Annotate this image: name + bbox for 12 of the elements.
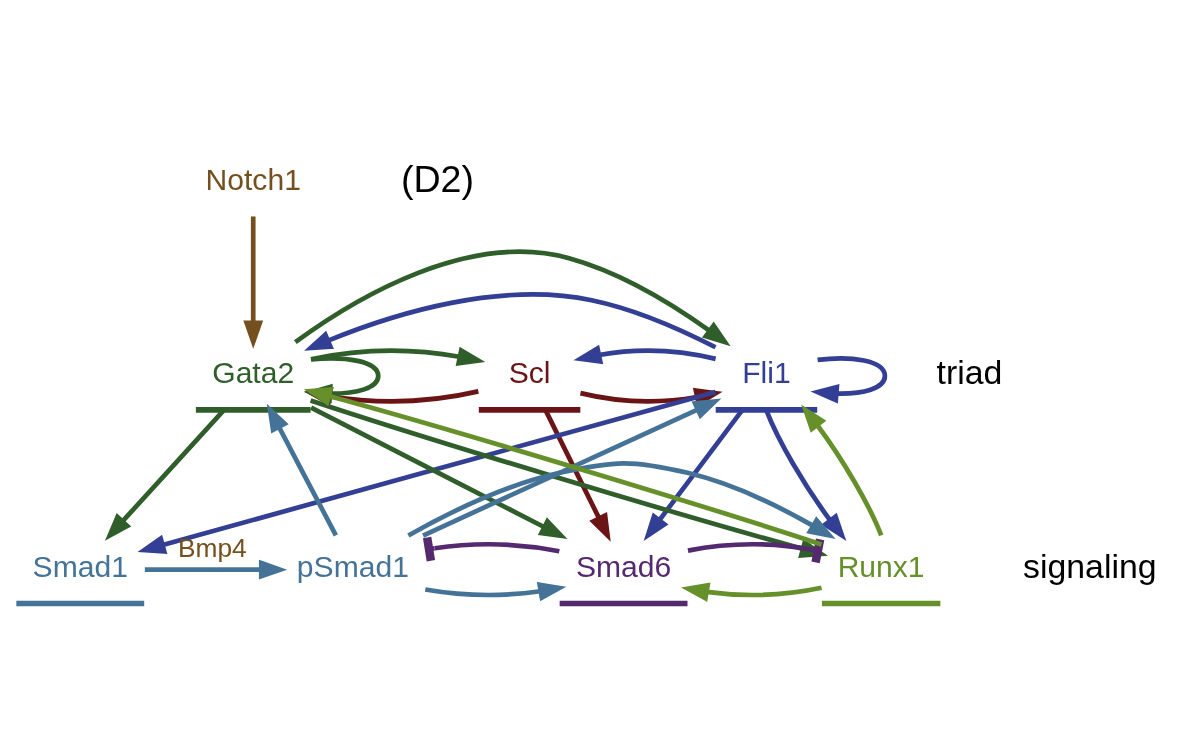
node-text: Runx1 [837,549,925,583]
label: (D2) [400,157,474,200]
label: triad [936,352,1003,391]
node-text: Smad1 [32,549,128,583]
node-text: Scl [508,355,551,389]
edge-label: Bmp4 [177,532,247,563]
node-text: Gata2 [212,355,295,389]
node-text: Smad6 [575,549,672,583]
label: signaling [1023,546,1157,585]
node-text: Fli1 [742,355,791,389]
node-text: pSmad1 [296,549,409,583]
node-text: Notch1 [205,162,301,195]
